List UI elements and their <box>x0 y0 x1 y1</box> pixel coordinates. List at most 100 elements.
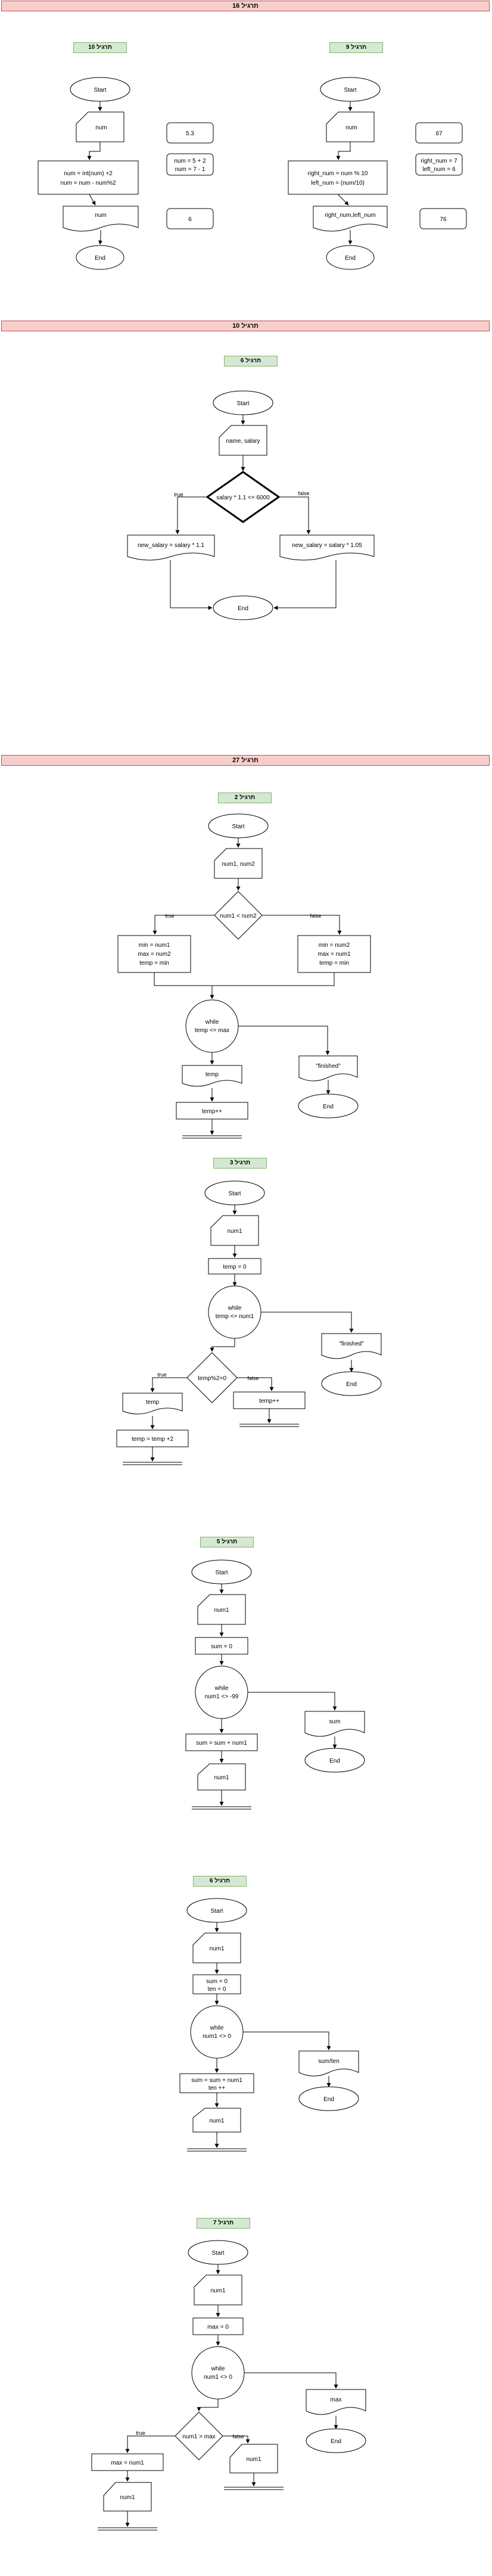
svg-text:End: End <box>323 2096 334 2103</box>
svg-text:temp = 0: temp = 0 <box>223 1264 247 1270</box>
svg-text:num1, num2: num1, num2 <box>222 861 255 868</box>
exercise-banner-10: 10 תרגיל <box>1 321 490 331</box>
svg-text:num = 5 + 2: num = 5 + 2 <box>174 158 206 164</box>
svg-text:temp = min: temp = min <box>319 960 349 967</box>
svg-text:while: while <box>228 1305 242 1312</box>
svg-text:sum = 0: sum = 0 <box>206 1978 228 1985</box>
svg-text:Start: Start <box>211 2250 224 2257</box>
svg-text:right_num,left_num: right_num,left_num <box>325 212 376 219</box>
svg-text:new_salary = salary * 1.1: new_salary = salary * 1.1 <box>138 542 204 549</box>
process-box <box>38 160 139 195</box>
svg-text:Start: Start <box>344 87 356 94</box>
svg-text:temp = min: temp = min <box>139 960 169 967</box>
svg-text:Start: Start <box>215 1570 228 1576</box>
svg-text:76: 76 <box>440 216 447 223</box>
svg-text:temp%2=0: temp%2=0 <box>198 1375 227 1382</box>
svg-text:false: false <box>232 2434 244 2440</box>
flowchart-even: Start num1 temp = 0 while temp <= num1 "… <box>116 1180 382 1465</box>
svg-text:sum = 0: sum = 0 <box>211 1643 232 1650</box>
svg-text:67: 67 <box>435 130 443 137</box>
svg-text:num = num - num%2: num = num - num%2 <box>60 180 116 187</box>
flowchart-sum: Start num1 sum = 0 while num1 <> -99 sum… <box>185 1559 365 1810</box>
svg-text:ten = 0: ten = 0 <box>208 1986 226 1993</box>
svg-text:"finished": "finished" <box>339 1341 364 1347</box>
svg-text:max = num1: max = num1 <box>317 951 351 958</box>
svg-text:while: while <box>211 2366 225 2372</box>
svg-text:true: true <box>165 913 175 919</box>
svg-text:"finished": "finished" <box>316 1063 341 1070</box>
svg-text:End: End <box>331 2438 341 2445</box>
svg-text:temp++: temp++ <box>202 1108 222 1115</box>
svg-text:num: num <box>95 125 107 131</box>
trace-box <box>166 208 214 229</box>
svg-text:6: 6 <box>188 216 192 223</box>
svg-text:sum = sum + num1: sum = sum + num1 <box>191 2077 242 2084</box>
exercise-tag: 2 תרגיל <box>218 793 272 803</box>
exercise-tag: 6 תרגיל <box>193 1876 247 1887</box>
svg-text:num = 7 - 1: num = 7 - 1 <box>175 166 205 173</box>
svg-text:num = int(num) +2: num = int(num) +2 <box>64 170 113 177</box>
svg-text:temp++: temp++ <box>259 1398 279 1404</box>
svg-text:End: End <box>95 255 105 262</box>
exercise-banner-27: 27 תרגיל <box>1 755 490 766</box>
svg-text:min = num2: min = num2 <box>319 942 350 949</box>
svg-text:num1: num1 <box>120 2494 135 2501</box>
trace-box <box>166 122 214 144</box>
svg-text:max = num2: max = num2 <box>138 951 171 958</box>
svg-text:ten ++: ten ++ <box>208 2085 226 2092</box>
svg-text:while: while <box>205 1019 219 1026</box>
svg-text:sum = sum + num1: sum = sum + num1 <box>196 1740 247 1747</box>
svg-text:right_num = 7: right_num = 7 <box>421 158 457 164</box>
exercise-tag: 9 תרגיל <box>329 42 383 53</box>
exercise-tag: 10 תרגיל <box>73 42 127 53</box>
svg-text:false: false <box>310 913 321 919</box>
svg-text:sum/ten: sum/ten <box>318 2058 340 2065</box>
svg-text:right_num = num % 10: right_num = num % 10 <box>308 170 368 177</box>
decision-diamond <box>205 471 281 523</box>
svg-text:End: End <box>346 1381 357 1388</box>
svg-text:Start: Start <box>232 824 244 830</box>
svg-text:5.3: 5.3 <box>186 130 194 137</box>
svg-text:temp: temp <box>205 1071 219 1078</box>
svg-text:End: End <box>329 1758 340 1764</box>
exercise-tag: 6 תרגיל <box>224 356 278 366</box>
svg-text:num1 < num2: num1 < num2 <box>220 913 257 919</box>
svg-text:num1 <> 0: num1 <> 0 <box>203 2033 231 2040</box>
svg-text:left_num = 6: left_num = 6 <box>422 166 456 173</box>
svg-text:new_salary = salary * 1.05: new_salary = salary * 1.05 <box>292 542 362 549</box>
svg-text:num: num <box>95 212 106 219</box>
svg-text:num1: num1 <box>227 1228 242 1235</box>
svg-text:left_num = (num/10): left_num = (num/10) <box>311 180 365 187</box>
svg-text:temp = temp +2: temp = temp +2 <box>132 1436 173 1443</box>
svg-text:Start: Start <box>210 1908 223 1915</box>
svg-text:true: true <box>136 2430 145 2436</box>
svg-text:num1: num1 <box>209 1946 224 1952</box>
flowchart-salary: Start name, salary salary * 1.1 <= 6000 … <box>127 390 375 620</box>
svg-text:sum: sum <box>329 1719 341 1725</box>
exercise-tag: 5 תרגיל <box>200 1537 254 1548</box>
svg-text:End: End <box>345 255 356 262</box>
svg-text:true: true <box>174 492 183 498</box>
exercise-banner-16: 16 תרגיל <box>1 1 490 11</box>
svg-text:false: false <box>247 1375 259 1381</box>
svg-text:temp <= num1: temp <= num1 <box>216 1313 254 1320</box>
svg-text:num1: num1 <box>214 1607 229 1614</box>
svg-text:salary * 1.1 <= 6000: salary * 1.1 <= 6000 <box>216 495 270 501</box>
svg-text:temp <= max: temp <= max <box>195 1027 229 1034</box>
svg-text:while: while <box>214 1685 229 1692</box>
svg-text:num: num <box>345 125 357 131</box>
svg-text:min = num1: min = num1 <box>139 942 170 949</box>
flowchart-ex9-right: Start num right_num = num % 10 left_num … <box>288 77 467 270</box>
svg-text:max = num1: max = num1 <box>111 2460 144 2466</box>
svg-text:temp: temp <box>146 1399 160 1406</box>
svg-text:End: End <box>238 605 248 612</box>
svg-text:num1 > max: num1 > max <box>182 2434 215 2440</box>
exercise-tag: 7 תרגיל <box>197 2218 250 2229</box>
svg-text:Start: Start <box>228 1191 241 1197</box>
svg-text:name, salary: name, salary <box>226 438 260 445</box>
svg-text:num1 <> -99: num1 <> -99 <box>205 1693 239 1700</box>
svg-text:num1: num1 <box>209 2118 224 2124</box>
flowchart-max: Start num1 max = 0 while num1 <> 0 max E… <box>91 2240 366 2531</box>
